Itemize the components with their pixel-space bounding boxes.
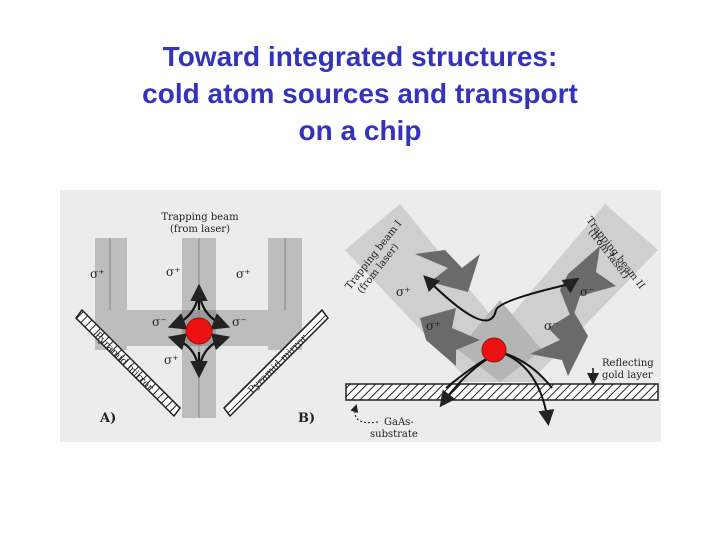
gold-layer-label-2: gold layer	[602, 370, 653, 381]
sigma-plus-a-2: σ⁺	[166, 265, 181, 279]
substrate-label-2: substrate	[370, 429, 418, 440]
sigma-plus-a-3: σ⁺	[236, 267, 251, 281]
substrate-label-1: GaAs-	[384, 417, 414, 428]
trapping-beam-a-label-1: Trapping beam	[161, 212, 239, 223]
slide-title: Toward integrated structures: cold atom …	[0, 38, 720, 149]
sigma-minus-b-2: σ⁻	[544, 319, 559, 333]
sigma-plus-b-1: σ⁺	[396, 285, 411, 299]
atom-cloud-a	[185, 317, 213, 345]
title-line-2: cold atom sources and transport	[142, 78, 578, 109]
panel-b-label: B)	[298, 411, 315, 426]
sigma-plus-b-2: σ⁺	[426, 319, 441, 333]
chip-trap-figure: Trapping beam (from laser) σ⁺ σ⁺ σ⁺ σ⁻ σ…	[60, 190, 661, 442]
sigma-minus-b-1: σ⁻	[580, 285, 595, 299]
arrow-b-2	[560, 246, 616, 320]
arrow-b-4	[530, 312, 588, 376]
atom-cloud-b	[481, 337, 507, 363]
pyramid-mirror-left	[75, 308, 181, 418]
figure-svg: Trapping beam (from laser) σ⁺ σ⁺ σ⁺ σ⁻ σ…	[60, 190, 661, 442]
trapping-beam-a-label-2: (from laser)	[170, 224, 230, 235]
panel-a-label: A)	[99, 411, 116, 426]
title-line-1: Toward integrated structures:	[162, 41, 558, 72]
sigma-minus-a-2: σ⁻	[232, 315, 247, 329]
pyramid-mirror-right	[223, 308, 329, 418]
sigma-plus-a-4: σ⁺	[164, 353, 179, 367]
substrate-pointer	[350, 404, 379, 424]
sigma-minus-a-1: σ⁻	[152, 315, 167, 329]
title-line-3: on a chip	[298, 115, 422, 146]
reflecting-gold-layer	[345, 383, 659, 401]
arrow-b-3	[420, 308, 480, 366]
gold-layer-label-1: Reflecting	[602, 358, 654, 369]
panel-b: Trapping beam I (from laser) Trapping be…	[298, 204, 659, 440]
trap-field-lines-a	[167, 283, 231, 379]
sigma-plus-a-1: σ⁺	[90, 267, 105, 281]
